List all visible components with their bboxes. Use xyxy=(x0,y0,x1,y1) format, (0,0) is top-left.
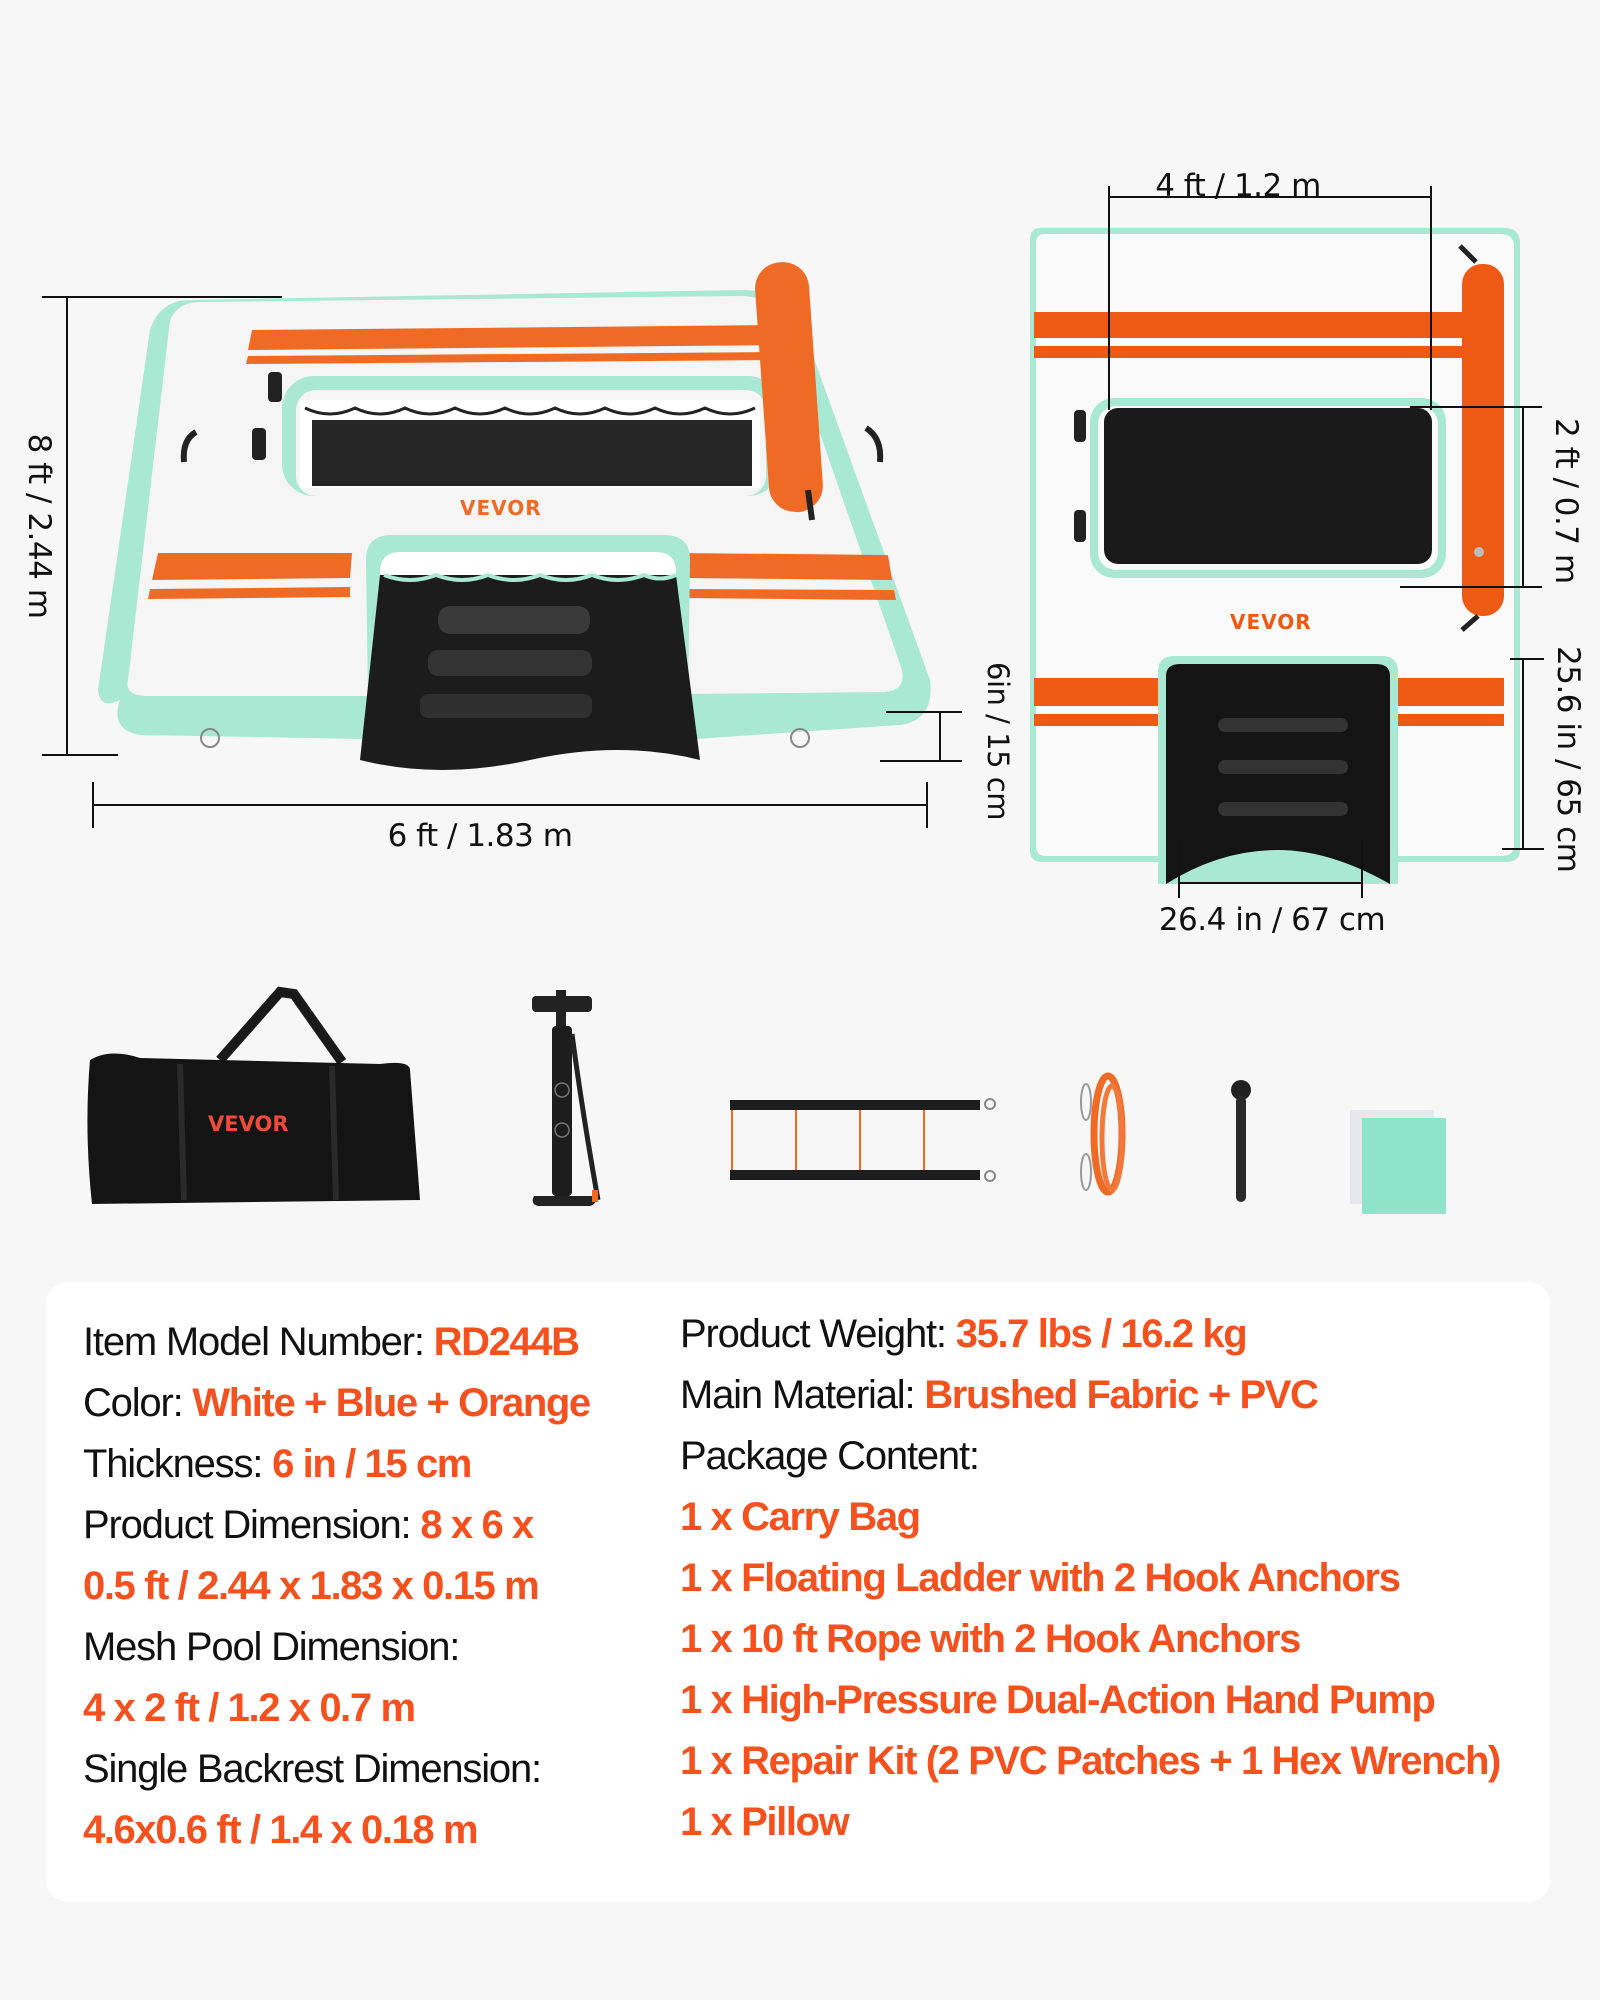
height-dimension-bottom-tick xyxy=(42,754,118,756)
spec-label: Single Backrest Dimension: xyxy=(83,1747,542,1791)
spec-mesh-pool-dimension: Mesh Pool Dimension: xyxy=(83,1617,460,1678)
spec-product-dimension-cont: 0.5 ft / 2.44 x 1.83 x 0.15 m xyxy=(83,1556,540,1617)
package-item-label: 1 x High-Pressure Dual-Action Hand Pump xyxy=(680,1678,1436,1722)
package-item-label: 1 x Pillow xyxy=(680,1800,850,1844)
spec-value: 6 in / 15 cm xyxy=(272,1442,472,1486)
spec-backrest-dimension-value: 4.6x0.6 ft / 1.4 x 0.18 m xyxy=(83,1800,479,1861)
spec-label: Package Content: xyxy=(680,1434,980,1478)
spec-label: Product Weight: xyxy=(680,1312,956,1356)
package-item: 1 x 10 ft Rope with 2 Hook Anchors xyxy=(680,1609,1301,1670)
mesh-depth-dimension-label: 2 ft / 0.7 m xyxy=(1548,418,1584,584)
width-dimension-right-tick xyxy=(926,782,928,828)
mesh-depth-dimension-line xyxy=(1522,406,1524,588)
ladder-width-right-tick xyxy=(1361,842,1363,898)
package-item: 1 x Floating Ladder with 2 Hook Anchors xyxy=(680,1548,1401,1609)
spec-color: Color: White + Blue + Orange xyxy=(83,1373,591,1434)
package-item: 1 x Carry Bag xyxy=(680,1487,921,1548)
right-product-view: VEVOR 4 ft / 1.2 m 2 ft / 0.7 m 25.6 in … xyxy=(1000,0,1600,960)
floating-dock-top-view-image xyxy=(1030,228,1520,884)
ladder-width-dimension-label: 26.4 in / 67 cm xyxy=(1158,902,1386,938)
spec-value: RD244B xyxy=(433,1320,580,1364)
spec-value: 35.7 lbs / 16.2 kg xyxy=(955,1312,1248,1356)
ladder-depth-dimension-line xyxy=(1522,658,1524,850)
mesh-width-right-tick xyxy=(1430,186,1432,410)
spec-label: Thickness: xyxy=(83,1442,273,1486)
specifications-card: Item Model Number: RD244B Color: White +… xyxy=(46,1282,1550,1902)
package-item: 1 x High-Pressure Dual-Action Hand Pump xyxy=(680,1670,1436,1731)
mesh-width-dimension-line xyxy=(1108,196,1432,198)
width-dimension-left-tick xyxy=(92,782,94,828)
mesh-depth-top-tick xyxy=(1410,406,1542,408)
spec-label: Color: xyxy=(83,1381,193,1425)
rope-icon xyxy=(1080,1072,1126,1196)
carry-bag-icon xyxy=(87,986,420,1204)
package-item: 1 x Repair Kit (2 PVC Patches + 1 Hex Wr… xyxy=(680,1731,1501,1792)
floating-dock-perspective-image xyxy=(98,262,931,770)
mesh-width-dimension-label: 4 ft / 1.2 m xyxy=(1155,168,1321,204)
spec-value: 4 x 2 ft / 1.2 x 0.7 m xyxy=(83,1686,416,1730)
pvc-patches-icon xyxy=(1350,1110,1446,1214)
spec-package-content: Package Content: xyxy=(680,1426,980,1487)
width-dimension-label: 6 ft / 1.83 m xyxy=(387,818,573,854)
spec-label: Product Dimension: xyxy=(83,1503,421,1547)
package-item-label: 1 x 10 ft Rope with 2 Hook Anchors xyxy=(680,1617,1301,1661)
left-product-view: VEVOR 8 ft / 2.44 m 6 ft / 1.83 m 6in / … xyxy=(0,0,1015,900)
spec-product-dimension: Product Dimension: 8 x 6 x xyxy=(83,1495,534,1556)
mesh-width-left-tick xyxy=(1108,186,1110,410)
package-item: 1 x Pillow xyxy=(680,1792,850,1853)
height-dimension-line xyxy=(66,296,68,756)
vevor-logo-mat-right: VEVOR xyxy=(1230,610,1312,634)
ladder-width-left-tick xyxy=(1178,842,1180,898)
vevor-logo-mat-left: VEVOR xyxy=(460,496,542,520)
spec-label: Main Material: xyxy=(680,1373,925,1417)
package-item-label: 1 x Carry Bag xyxy=(680,1495,921,1539)
mesh-depth-bottom-tick xyxy=(1400,586,1542,588)
spec-product-weight: Product Weight: 35.7 lbs / 16.2 kg xyxy=(680,1304,1248,1365)
spec-value: 4.6x0.6 ft / 1.4 x 0.18 m xyxy=(83,1808,479,1852)
thickness-dimension-bottom-tick xyxy=(880,760,962,762)
floating-ladder-icon xyxy=(730,1098,996,1182)
spec-model-number: Item Model Number: RD244B xyxy=(83,1312,580,1373)
spec-label: Item Model Number: xyxy=(83,1320,434,1364)
carry-bag-brand: VEVOR xyxy=(208,1112,289,1136)
accessories-row: VEVOR xyxy=(0,980,1600,1220)
carry-bag-image: VEVOR xyxy=(80,980,440,1210)
height-dimension-label: 8 ft / 2.44 m xyxy=(21,433,57,619)
spec-label: Mesh Pool Dimension: xyxy=(83,1625,460,1669)
hand-pump-icon xyxy=(532,990,601,1206)
spec-value: Brushed Fabric + PVC xyxy=(924,1373,1319,1417)
thickness-dimension-top-tick xyxy=(886,711,962,713)
spec-main-material: Main Material: Brushed Fabric + PVC xyxy=(680,1365,1319,1426)
height-dimension-top-tick xyxy=(42,296,282,298)
thickness-dimension-line xyxy=(939,711,941,761)
width-dimension-line xyxy=(92,804,928,806)
ladder-depth-dimension-label: 25.6 in / 65 cm xyxy=(1550,646,1586,873)
spec-value: White + Blue + Orange xyxy=(192,1381,591,1425)
package-item-label: 1 x Repair Kit (2 PVC Patches + 1 Hex Wr… xyxy=(680,1739,1501,1783)
spec-backrest-dimension: Single Backrest Dimension: xyxy=(83,1739,542,1800)
package-item-label: 1 x Floating Ladder with 2 Hook Anchors xyxy=(680,1556,1401,1600)
spec-value: 8 x 6 x xyxy=(420,1503,534,1547)
spec-value: 0.5 ft / 2.44 x 1.83 x 0.15 m xyxy=(83,1564,540,1608)
ladder-width-dimension-line xyxy=(1178,882,1363,884)
ladder-depth-top-tick xyxy=(1510,658,1544,660)
spec-thickness: Thickness: 6 in / 15 cm xyxy=(83,1434,472,1495)
hex-wrench-icon xyxy=(1231,1080,1251,1202)
spec-mesh-pool-dimension-value: 4 x 2 ft / 1.2 x 0.7 m xyxy=(83,1678,416,1739)
